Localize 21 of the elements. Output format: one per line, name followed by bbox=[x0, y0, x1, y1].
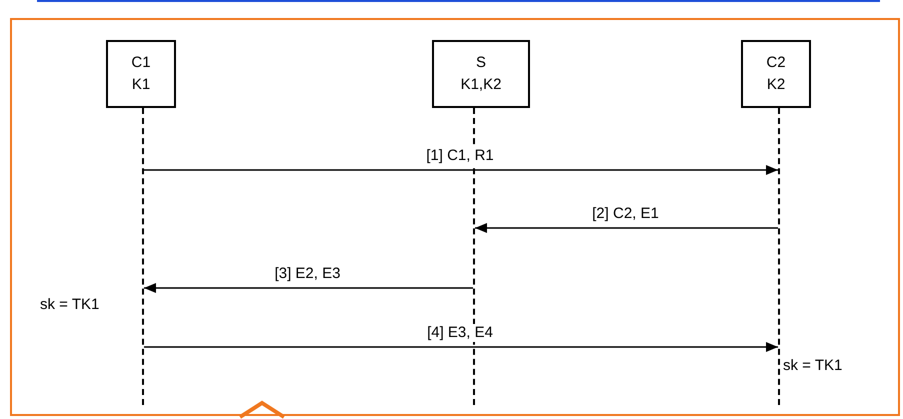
participant-box bbox=[741, 40, 811, 108]
message-arrow bbox=[144, 283, 473, 293]
message-label: [1] C1, R1 bbox=[424, 147, 496, 165]
message-arrow bbox=[144, 165, 778, 175]
lifeline bbox=[142, 108, 144, 405]
message-label: [2] C2, E1 bbox=[590, 205, 661, 223]
participant-label: K1 bbox=[130, 75, 152, 95]
participant-label: C2 bbox=[765, 53, 787, 73]
participant-box bbox=[432, 40, 530, 108]
message-label: [3] E2, E3 bbox=[272, 265, 342, 283]
message-arrow bbox=[144, 342, 778, 352]
participant-box bbox=[106, 40, 176, 108]
session-key-note: sk = TK1 bbox=[40, 296, 100, 314]
participant-label: S bbox=[474, 53, 487, 73]
participant-label: C1 bbox=[130, 53, 152, 73]
lifeline bbox=[778, 108, 780, 405]
session-key-note: sk = TK1 bbox=[783, 357, 842, 375]
message-label: [4] E3, E4 bbox=[425, 324, 495, 342]
participant-label: K2 bbox=[766, 75, 786, 95]
participant-label: K1,K2 bbox=[460, 75, 502, 95]
message-arrow bbox=[475, 223, 778, 233]
